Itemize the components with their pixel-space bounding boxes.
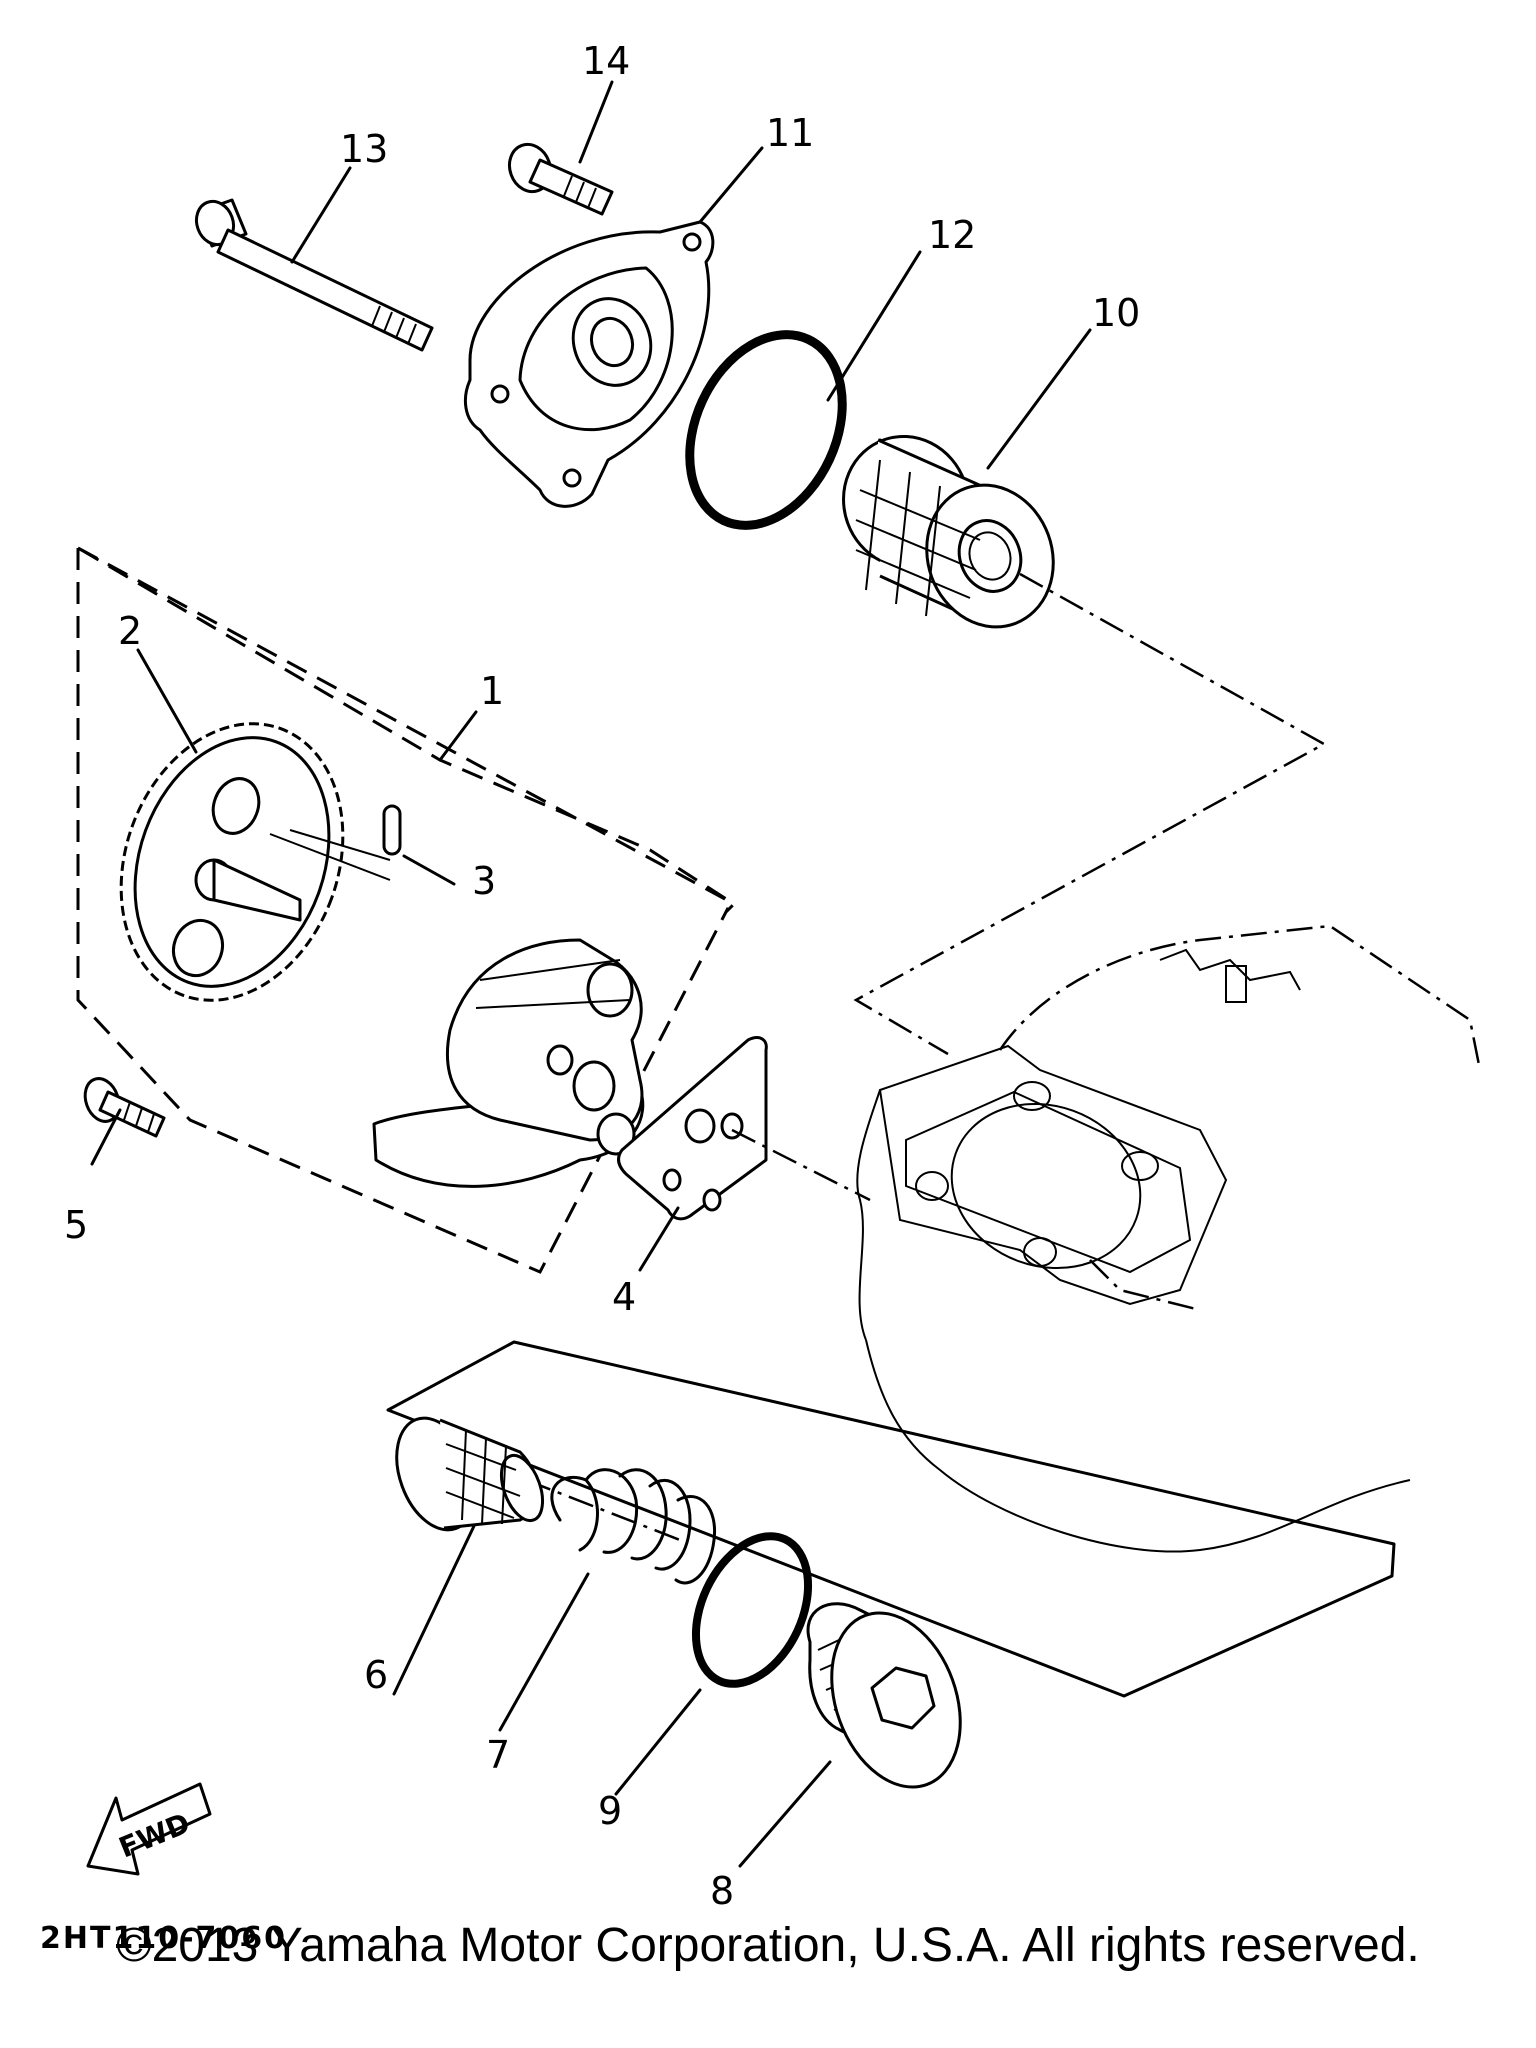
part-12-o-ring [685, 330, 847, 530]
part-9-o-ring [691, 1532, 813, 1688]
fwd-arrow: FWD [86, 1782, 212, 1876]
part-11-filter-cover [463, 220, 715, 508]
part-4-gasket-plate [617, 1036, 768, 1221]
part-8-drain-plug [806, 1602, 962, 1789]
part-3-dowel-pin [382, 804, 402, 856]
callout-4: 4 [612, 1275, 636, 1319]
part-2-gear [119, 722, 391, 1002]
callout-2: 2 [118, 609, 142, 653]
callout-9: 9 [598, 1789, 622, 1833]
part-6-strainer [395, 1416, 545, 1532]
part-7-spring [550, 1468, 717, 1585]
callout-labels: 14 13 11 12 10 2 1 3 5 4 6 7 9 8 [64, 39, 1140, 1913]
callout-8: 8 [710, 1869, 734, 1913]
diagram-code: 2HT110-7060 [40, 1921, 287, 1956]
callout-13: 13 [340, 127, 388, 171]
assembly-1-boundary [76, 546, 737, 1274]
callout-1: 1 [480, 669, 504, 713]
callout-14: 14 [582, 39, 630, 83]
part-5-screw [83, 1077, 166, 1138]
callout-7: 7 [486, 1733, 510, 1777]
copyright-notice: ©2013 Yamaha Motor Corporation, U.S.A. A… [116, 1919, 1420, 1972]
pump-body [372, 938, 645, 1188]
callout-12: 12 [928, 213, 976, 257]
crankcase-reference [856, 924, 1482, 1553]
part-14-short-bolt [507, 142, 614, 216]
callout-6: 6 [364, 1653, 388, 1697]
part-13-long-bolt [194, 198, 434, 352]
callout-5: 5 [64, 1203, 88, 1247]
reference-lines [386, 572, 1396, 1698]
callout-11: 11 [766, 111, 814, 155]
leader-lines [90, 80, 1092, 1868]
callout-10: 10 [1092, 291, 1140, 335]
callout-3: 3 [472, 859, 496, 903]
part-10-oil-filter [842, 434, 1055, 629]
